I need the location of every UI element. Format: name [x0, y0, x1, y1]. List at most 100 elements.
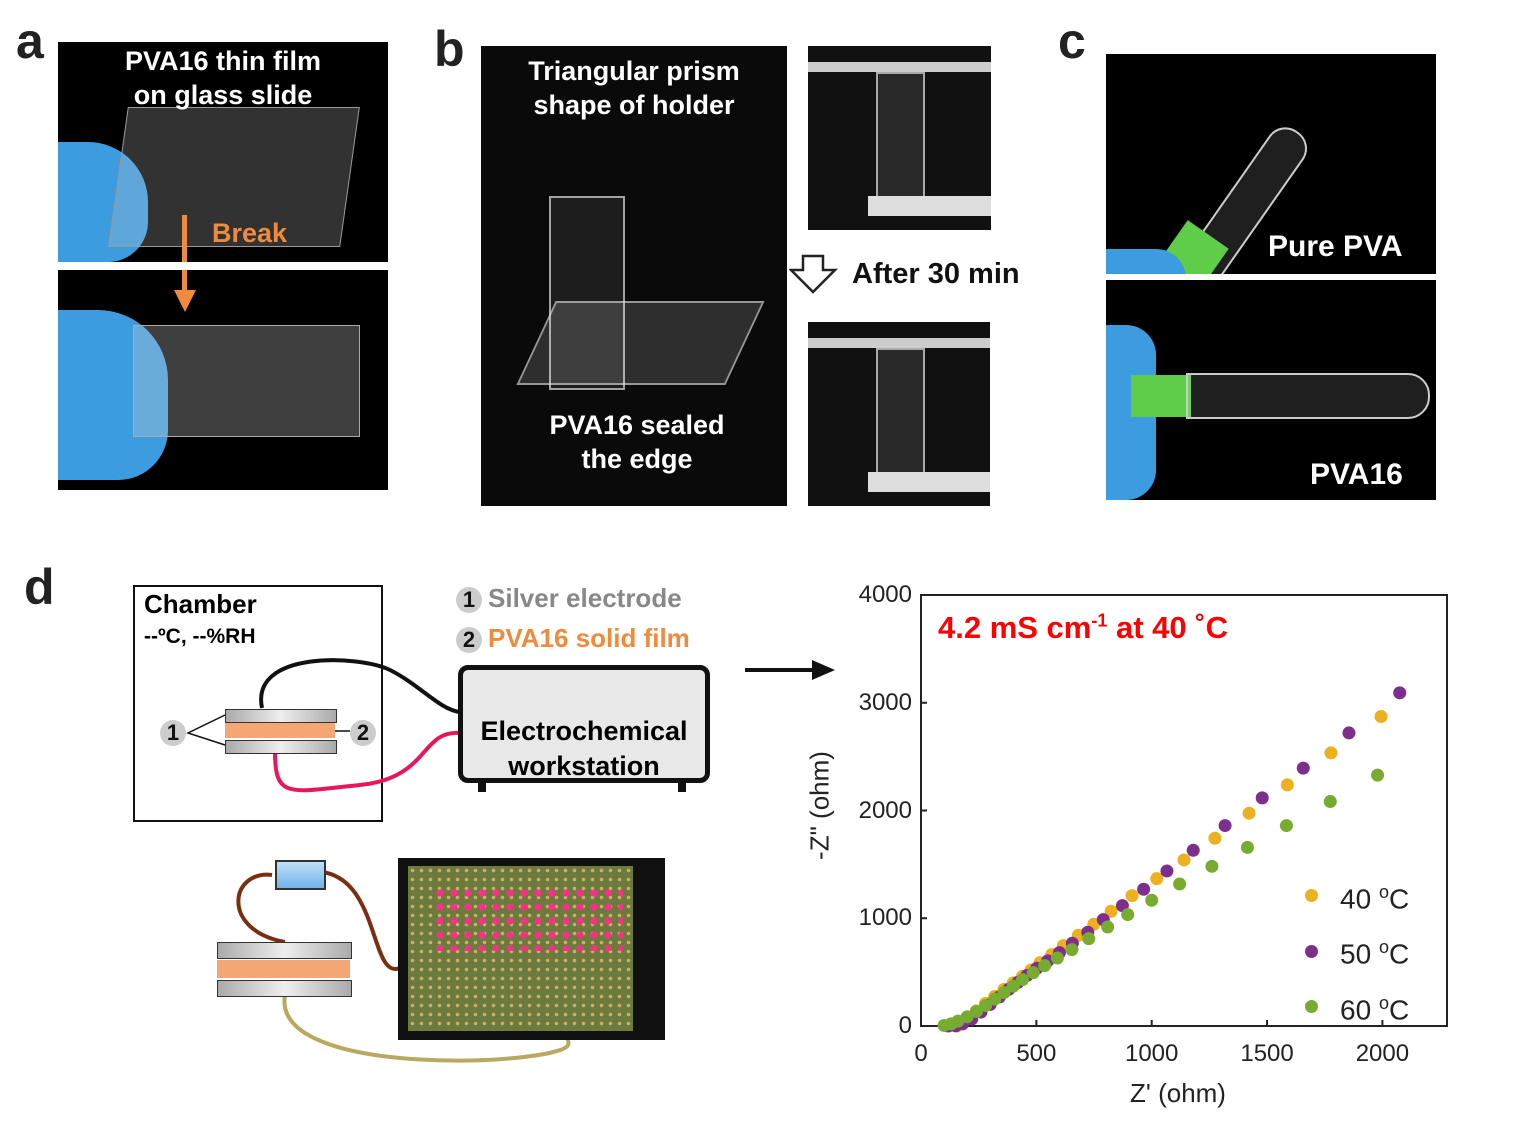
data-point-40C	[1242, 806, 1256, 820]
base	[868, 196, 991, 216]
pure-pva-caption: Pure PVA	[1268, 230, 1403, 263]
workstation-line1: Electrochemical	[480, 716, 688, 746]
glove	[1106, 249, 1186, 274]
panel-c-label: c	[1058, 13, 1086, 69]
panel-a-label: a	[16, 13, 44, 69]
pva16-caption: PVA16	[1310, 458, 1403, 491]
legend-label-40: 40	[1340, 883, 1372, 915]
panel-b-top-line2: shape of holder	[533, 90, 735, 120]
data-point-40C	[1324, 746, 1338, 760]
workstation-foot	[678, 782, 686, 792]
x-tick-label: 500	[1016, 1040, 1057, 1067]
data-point-50C	[1186, 843, 1200, 857]
data-point-60C	[1050, 951, 1064, 965]
data-point-50C	[1393, 686, 1407, 700]
data-point-40C	[1208, 831, 1222, 845]
y-tick-label: 1000	[858, 904, 912, 932]
x-tick-label: 1500	[1240, 1040, 1294, 1067]
y-tick-label: 3000	[858, 688, 912, 716]
glove	[58, 142, 148, 262]
after-30-min-label: After 30 min	[852, 258, 1020, 290]
data-point-60C	[1038, 959, 1052, 973]
data-point-50C	[1342, 726, 1356, 740]
panel-b-top-line1: Triangular prism	[528, 56, 740, 86]
legend-degree: o	[1378, 882, 1389, 902]
legend-marker-60	[1305, 999, 1318, 1013]
data-point-50C	[1296, 761, 1310, 775]
data-point-40C	[1280, 778, 1294, 792]
legend-label-50: 50	[1340, 938, 1372, 970]
prism	[876, 348, 925, 492]
data-point-60C	[1173, 877, 1187, 891]
x-axis-label: Z' (ohm)	[1130, 1078, 1226, 1108]
legend-marker-50	[1305, 944, 1318, 958]
electrode-bottom	[217, 980, 352, 997]
x-tick-label: 1000	[1124, 1040, 1179, 1067]
legend-entry-50: 50 oC	[1305, 923, 1409, 978]
prism-holder	[549, 196, 625, 390]
data-point-60C	[979, 999, 993, 1013]
workstation-line2: workstation	[508, 751, 660, 781]
legend-marker-40	[1305, 889, 1318, 903]
led-board-photo	[398, 858, 665, 1040]
legend-label-60: 60	[1340, 993, 1372, 1025]
data-point-60C	[1145, 893, 1159, 907]
glove	[58, 310, 168, 480]
panel-c-photo-pva16: PVA16	[1106, 280, 1436, 500]
panel-b-photo-after	[808, 322, 990, 506]
legend-degree: o	[1378, 992, 1389, 1013]
data-point-60C	[1371, 768, 1385, 782]
data-point-60C	[988, 992, 1002, 1006]
x-tick-label: 2000	[1355, 1040, 1410, 1067]
slide	[808, 338, 990, 348]
panel-a-title-line2: on glass slide	[133, 80, 313, 110]
data-point-40C	[1177, 853, 1191, 867]
x-tick-label: 0	[914, 1040, 928, 1067]
annotation-main: 4.2 mS cm	[938, 610, 1092, 645]
electrode-top	[217, 942, 352, 959]
panel-d-label: d	[24, 559, 55, 615]
data-point-60C	[1121, 908, 1135, 922]
film-layer	[217, 960, 350, 978]
legend-entry-60: 60 oC	[1305, 979, 1409, 1034]
break-arrow-head-icon	[174, 290, 196, 312]
electrode-top	[225, 709, 337, 723]
panel-b-label: b	[434, 21, 465, 77]
y-tick-label: 2000	[858, 796, 912, 824]
legend-text-1: Silver electrode	[488, 583, 682, 613]
data-point-40C	[1125, 889, 1139, 903]
chart-legend: 40 oC 50 oC 60 oC	[1305, 868, 1409, 1034]
slide	[808, 62, 991, 72]
test-tube	[1186, 373, 1430, 419]
legend-unit: C	[1388, 883, 1410, 915]
annotation-sup: -1	[1091, 610, 1108, 631]
annotation-rest: at 40 ˚C	[1107, 610, 1228, 645]
data-point-50C	[1137, 882, 1151, 896]
chamber-box: Chamber --ºC, --%RH	[133, 585, 383, 822]
legend-unit: C	[1388, 938, 1410, 970]
data-point-60C	[1065, 943, 1079, 957]
marker-1: 1	[160, 720, 186, 746]
break-arrow-shaft	[182, 270, 187, 292]
led-array	[433, 886, 623, 951]
y-tick-label: 4000	[858, 581, 912, 608]
conductivity-annotation: 4.2 mS cm-1 at 40 ˚C	[938, 610, 1228, 646]
data-point-60C	[1323, 795, 1337, 809]
legend-degree: o	[1378, 937, 1389, 958]
marker-2: 2	[350, 720, 376, 746]
data-point-60C	[1279, 819, 1293, 833]
legend-num-1: 1	[456, 587, 482, 613]
broken-glass-slide	[133, 325, 360, 437]
data-point-60C	[1026, 966, 1040, 980]
legend-num-2: 2	[456, 627, 482, 653]
data-point-60C	[1006, 979, 1020, 993]
panel-b-bottom-line2: the edge	[581, 444, 693, 474]
battery-icon	[275, 860, 326, 890]
panel-b-photo-before	[808, 46, 991, 230]
panel-c-photo-pure-pva: Pure PVA	[1106, 54, 1436, 274]
